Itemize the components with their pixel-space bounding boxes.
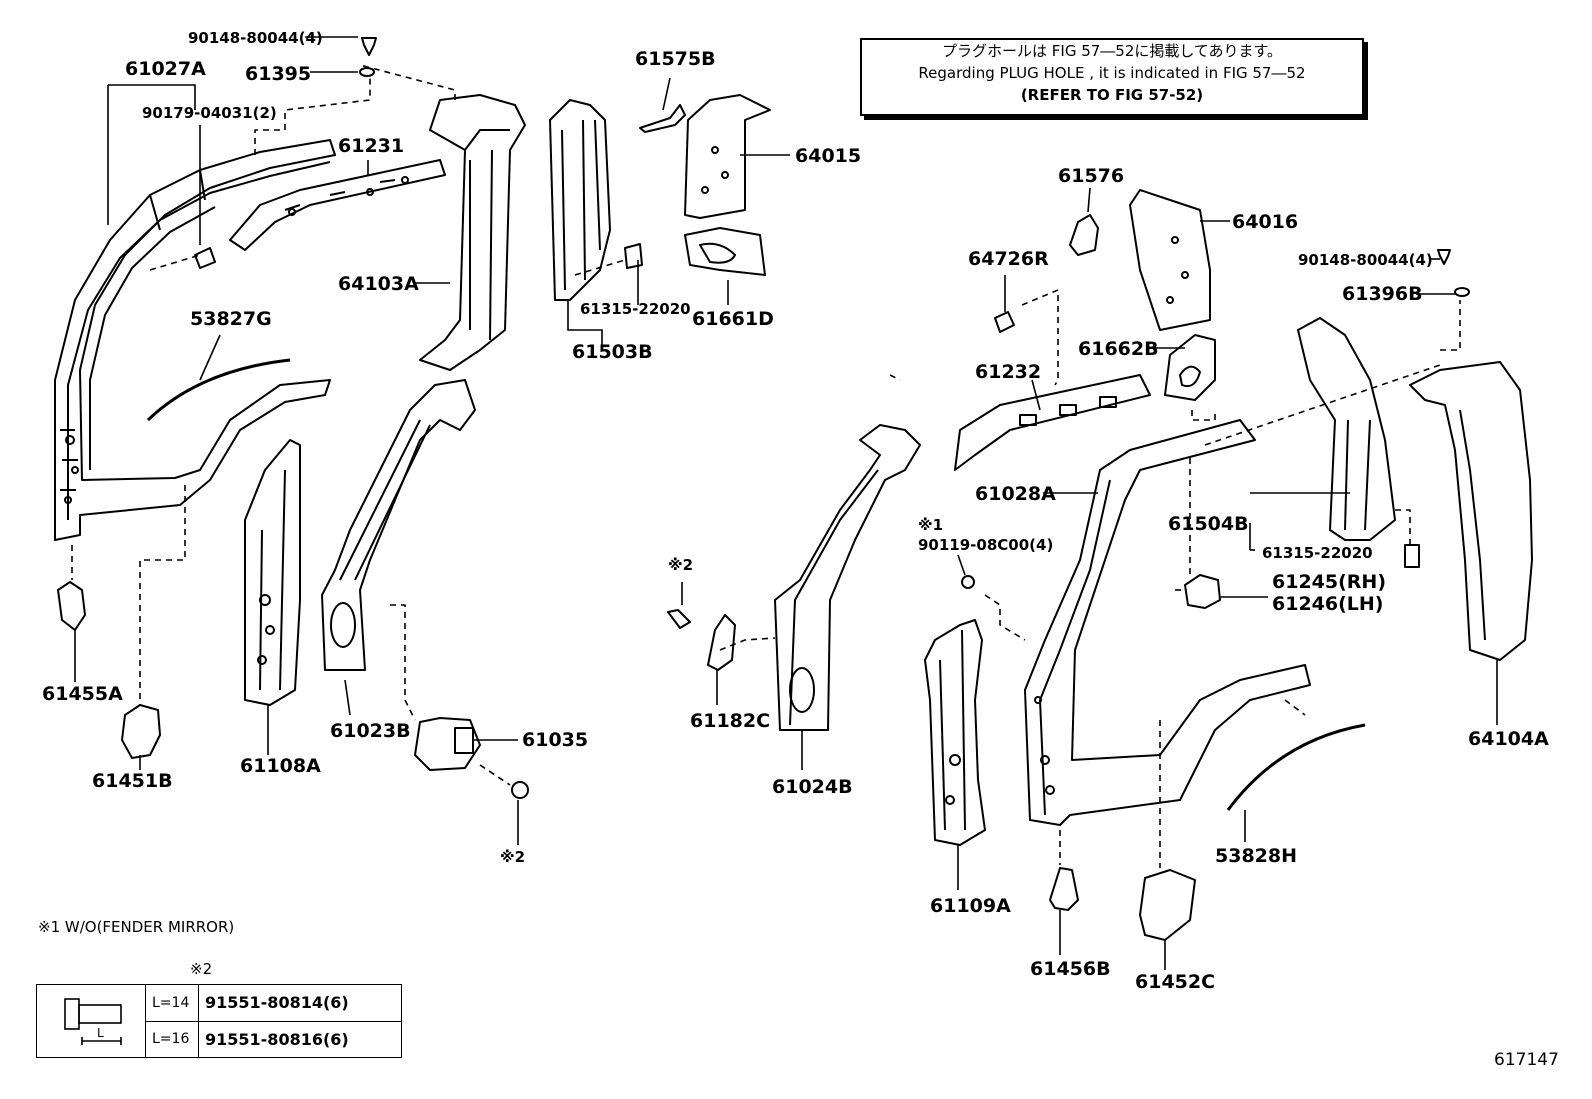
label-64016: 64016: [1232, 211, 1298, 233]
label-90148-80044-right: 90148-80044(4): [1298, 251, 1433, 269]
part-61575B-bracket: [639, 104, 686, 133]
label-61245-rh: 61245(RH): [1272, 571, 1386, 593]
part-61231-rail: [229, 159, 446, 251]
label-61395: 61395: [245, 63, 311, 85]
nut-icon: [1454, 287, 1470, 297]
label-61035: 61035: [522, 729, 588, 751]
label-61246-lh: 61246(LH): [1272, 593, 1383, 615]
label-61455A: 61455A: [42, 683, 123, 705]
label-64726R: 64726R: [968, 248, 1049, 270]
bolt-icon: L: [64, 998, 122, 1045]
label-61451B: 61451B: [92, 770, 173, 792]
bolt-icon: [667, 609, 691, 629]
part-61451B-bracket: [121, 704, 161, 759]
label-90148-80044-left: 90148-80044(4): [188, 29, 323, 47]
length-cell: L=16: [145, 1020, 199, 1058]
note-line-japanese: プラグホールは FIG 57―52に掲載してあります。: [942, 42, 1282, 60]
mark-2-left: ※2: [500, 848, 525, 866]
part-61027A-frame: [54, 139, 336, 541]
length-cell: L=14: [145, 984, 199, 1022]
part-number-cell: 91551-80816(6): [198, 1020, 402, 1058]
table-row: L=16 91551-80816(6): [37, 1020, 402, 1058]
screw-icon: [1437, 249, 1451, 265]
part-61028A-frame: [1024, 419, 1311, 826]
label-61661D: 61661D: [692, 308, 774, 330]
label-61108A: 61108A: [240, 755, 321, 777]
illustration-number: 617147: [1494, 1050, 1559, 1070]
mark-1: ※1: [918, 516, 943, 534]
label-61024B: 61024B: [772, 776, 853, 798]
part-53827G-strip: [146, 358, 291, 422]
label-53828H: 53828H: [1215, 845, 1297, 867]
label-61396B: 61396B: [1342, 283, 1423, 305]
screw-icon: [361, 37, 377, 56]
label-61023B: 61023B: [330, 720, 411, 742]
part-61182C-bracket: [707, 614, 736, 671]
mark-2-middle: ※2: [668, 556, 693, 574]
label-61315-22020-right: 61315-22020: [1262, 544, 1373, 562]
label-64103A: 64103A: [338, 273, 419, 295]
plug-hole-note: プラグホールは FIG 57―52に掲載してあります。 Regarding PL…: [860, 38, 1364, 116]
part-64016-panel: [1129, 189, 1211, 331]
table-reference-mark: ※2: [190, 960, 213, 978]
note-line-refer: (REFER TO FIG 57-52): [1020, 86, 1204, 104]
label-61452C: 61452C: [1135, 971, 1215, 993]
label-61662B: 61662B: [1078, 338, 1159, 360]
length-symbol: L: [97, 1026, 104, 1040]
part-61109A-pillar: [924, 619, 986, 846]
part-61023B-pillar: [321, 379, 476, 671]
part-64015-panel: [684, 94, 771, 219]
part-number-cell: 91551-80814(6): [198, 984, 402, 1022]
part-61456B-bracket: [1049, 867, 1079, 911]
part-61576-bracket: [1069, 214, 1099, 256]
label-61503B: 61503B: [572, 341, 653, 363]
part-61662B-panel: [1164, 334, 1216, 401]
footnote-without-fender-mirror: ※1 W/O(FENDER MIRROR): [38, 918, 235, 936]
part-53828H-strip: [1226, 723, 1366, 811]
label-61231: 61231: [338, 135, 404, 157]
label-90179-04031: 90179-04031(2): [142, 104, 277, 122]
label-53827G: 53827G: [190, 308, 272, 330]
bolt-icon: [961, 575, 975, 589]
bolt-icon: [511, 781, 529, 799]
part-61661D-panel: [684, 227, 766, 276]
label-61456B: 61456B: [1030, 958, 1111, 980]
label-61028A: 61028A: [975, 483, 1056, 505]
part-61108A-pillar: [244, 439, 301, 706]
part-61455A-bracket: [57, 581, 86, 631]
label-61575B: 61575B: [635, 48, 716, 70]
part-61245-bracket: [1184, 574, 1221, 609]
part-64104A-panel: [1409, 361, 1533, 661]
label-61576: 61576: [1058, 165, 1124, 187]
part-61504B-pillar: [1297, 317, 1396, 541]
part-64103A-pillar: [419, 94, 526, 371]
part-61024B-pillar: [774, 424, 921, 731]
note-line-english: Regarding PLUG HOLE , it is indicated in…: [918, 64, 1306, 82]
clip-icon: [994, 311, 1015, 333]
label-61109A: 61109A: [930, 895, 1011, 917]
label-61027A: 61027A: [125, 58, 206, 80]
part-61232-rail: [954, 374, 1151, 471]
label-64015: 64015: [795, 145, 861, 167]
bolt-spec-table: L L=14 91551-80814(6) L=16 91551-80816(6…: [36, 984, 402, 1058]
label-64104A: 64104A: [1468, 728, 1549, 750]
table-row: L L=14 91551-80814(6): [36, 984, 402, 1058]
part-61503B-assembly: [549, 99, 643, 301]
part-61315-clip-right: [1404, 544, 1420, 568]
label-61315-22020-left: 61315-22020: [580, 300, 691, 318]
label-61504B: 61504B: [1168, 513, 1249, 535]
part-61452C-bracket: [1139, 869, 1196, 941]
clip-icon: [194, 247, 216, 269]
label-61232: 61232: [975, 361, 1041, 383]
part-61035-hinge: [414, 717, 481, 771]
label-90119-08C00: 90119-08C00(4): [918, 536, 1053, 554]
label-61182C: 61182C: [690, 710, 770, 732]
bolt-illustration: L: [36, 984, 146, 1058]
nut-icon: [359, 67, 375, 77]
